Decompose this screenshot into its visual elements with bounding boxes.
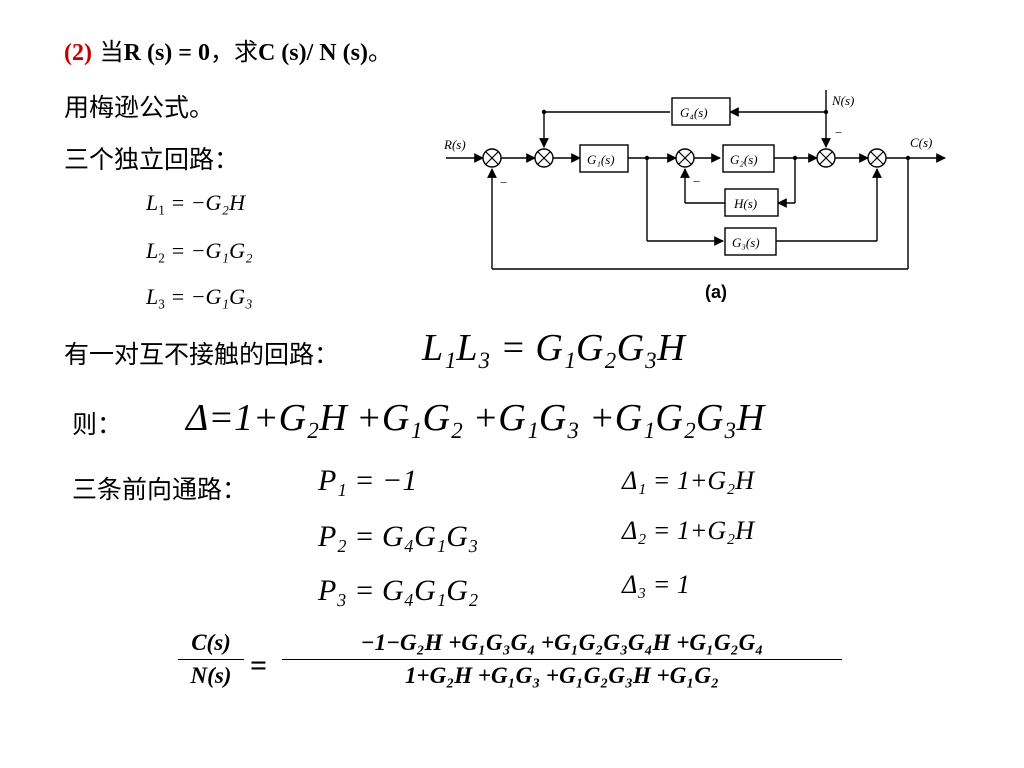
delta-label: 则： bbox=[72, 410, 123, 439]
block-diagram: G₁(s) G₂(s) G₄(s) H(s) G₃(s) R(s) C(s) N… bbox=[443, 90, 946, 270]
signal-c: C(s) bbox=[910, 135, 932, 150]
title-target: C (s)/ N (s) bbox=[257, 40, 368, 66]
cofactor-2: Δ₂ = 1+G₂H bbox=[622, 516, 754, 545]
sign-minus-3: − bbox=[693, 174, 700, 189]
loop-equation-2: L2 = −G₁G₂ bbox=[146, 238, 253, 266]
title-end: 。 bbox=[367, 38, 392, 66]
forward-paths-label: 三条前向通路： bbox=[72, 475, 248, 504]
label-h: H(s) bbox=[733, 196, 757, 211]
forward-path-3: P₃ = G₄G₁G₂ bbox=[318, 574, 479, 607]
forward-path-2: P₂ = G₄G₁G₃ bbox=[318, 520, 479, 553]
block-g1 bbox=[579, 144, 629, 173]
label-g2: G₂(s) bbox=[730, 152, 758, 167]
label-g1: G₁(s) bbox=[587, 152, 615, 167]
result-denominator: 1+G₂H +G₁G₃ +G₁G₂G₃H +G₁G₂ bbox=[405, 663, 719, 688]
signal-r: R(s) bbox=[443, 137, 466, 152]
slide-title: (2) 当R (s) = 0，求C (s)/ N (s)。 bbox=[64, 32, 392, 67]
title-text-b: ，求 bbox=[209, 38, 258, 66]
nontouch-equation: L₁L₃ = G₁G₂G₃H bbox=[422, 327, 685, 369]
figure-caption: (a) bbox=[705, 282, 727, 302]
loop-equation-1: L1 = −G₂H bbox=[146, 190, 245, 218]
block-g4 bbox=[671, 97, 731, 126]
forward-path-1: P₁ = −1 bbox=[318, 464, 418, 497]
block-h bbox=[724, 188, 779, 217]
loops-label: 三个独立回路： bbox=[64, 145, 240, 174]
title-condition: R (s) = 0 bbox=[123, 40, 210, 66]
title-text-a: 当 bbox=[91, 38, 124, 66]
delta-equation: Δ=1+G₂H +G₁G₂ +G₁G₃ +G₁G₂G₃H bbox=[186, 397, 765, 439]
result-lhs-numerator: C(s) bbox=[191, 630, 231, 655]
result-equals: = bbox=[250, 649, 268, 682]
block-g2 bbox=[722, 144, 775, 173]
result-numerator: −1−G₂H +G₁G₃G₄ +G₁G₂G₃G₄H +G₁G₂G₄ bbox=[360, 630, 764, 655]
block-g3 bbox=[724, 227, 777, 256]
signal-n: N(s) bbox=[831, 93, 854, 108]
title-number: (2) bbox=[64, 40, 92, 66]
label-g4: G₄(s) bbox=[680, 105, 708, 120]
sign-minus-4: − bbox=[835, 125, 842, 140]
cofactor-3: Δ₃ = 1 bbox=[622, 570, 690, 599]
label-g3: G₃(s) bbox=[732, 235, 760, 250]
result-lhs-denominator: N(s) bbox=[190, 663, 232, 688]
mason-label: 用梅逊公式。 bbox=[64, 93, 215, 122]
cofactor-1: Δ₁ = 1+G₂H bbox=[622, 466, 754, 495]
loop-equation-3: L3 = −G₁G₃ bbox=[146, 284, 253, 312]
nontouch-label: 有一对互不接触的回路： bbox=[64, 340, 340, 369]
sign-minus-1: − bbox=[500, 175, 507, 190]
